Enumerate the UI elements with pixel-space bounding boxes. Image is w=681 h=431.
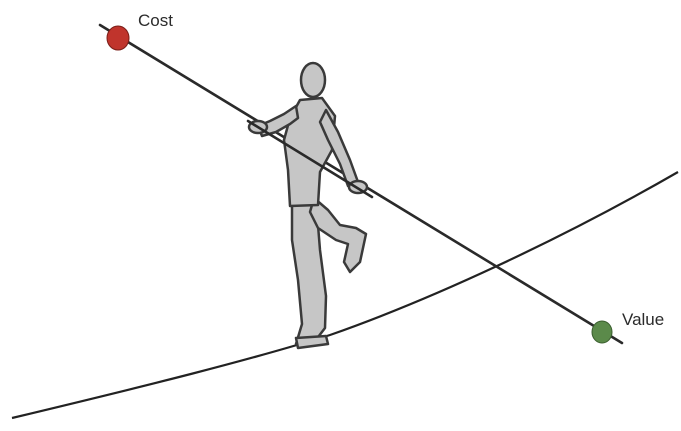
cost-label: Cost xyxy=(138,11,173,30)
head xyxy=(301,63,325,97)
cost-marker xyxy=(107,26,129,50)
tightrope-line xyxy=(12,172,678,418)
tightrope-walker-figure xyxy=(249,63,367,348)
value-label: Value xyxy=(622,310,664,329)
value-marker xyxy=(592,321,612,343)
foot xyxy=(296,336,328,348)
